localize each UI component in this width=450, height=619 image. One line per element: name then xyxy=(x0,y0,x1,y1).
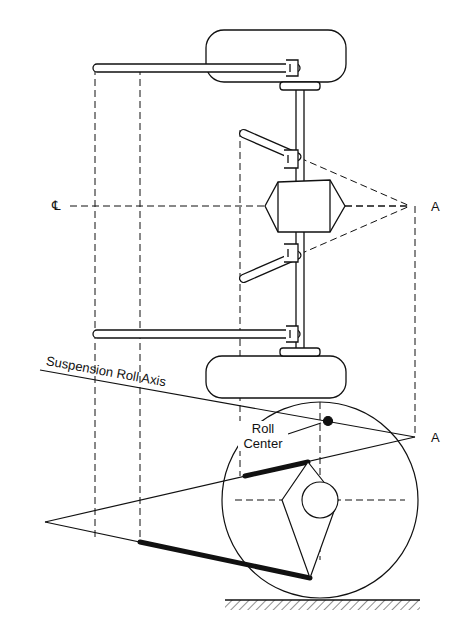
link-bracket xyxy=(286,60,298,76)
axle-hub xyxy=(302,482,338,518)
centerline-symbol: ℄ xyxy=(52,198,60,213)
lower-link-side xyxy=(140,542,310,578)
upper-trailing-link xyxy=(93,64,300,72)
link-bracket xyxy=(286,326,298,342)
axis-label: Suspension Roll Axis xyxy=(45,353,167,389)
hub-flange xyxy=(280,82,320,90)
projection-lines xyxy=(70,68,415,560)
upper-link-line xyxy=(45,437,415,522)
hub-flange xyxy=(280,348,320,356)
leader-line xyxy=(288,423,321,434)
projection-line xyxy=(140,68,141,540)
callout-label: Roll Center xyxy=(238,421,288,451)
differential-housing xyxy=(265,180,345,232)
tire-bottom xyxy=(206,356,346,398)
point-label: A xyxy=(431,199,440,214)
lower-link-line xyxy=(45,522,310,578)
upper-link-side xyxy=(245,462,308,476)
link-bracket xyxy=(284,244,298,262)
roll-axis-line xyxy=(40,370,415,437)
axle-bracket xyxy=(282,462,338,578)
wheel xyxy=(222,402,418,598)
housing-extension xyxy=(345,206,410,207)
tire-top xyxy=(206,30,346,82)
lower-trailing-link xyxy=(93,330,300,338)
point-label: A xyxy=(431,430,440,445)
side-view xyxy=(40,370,418,598)
housing-edge xyxy=(277,182,278,232)
top-view xyxy=(93,30,346,398)
ground-line xyxy=(225,599,420,601)
ground xyxy=(225,600,420,610)
ground-hatch xyxy=(225,600,420,610)
centerline xyxy=(70,206,410,207)
projection-line xyxy=(95,68,96,540)
housing-edge xyxy=(329,180,330,232)
projection-line xyxy=(415,206,416,437)
link-bracket xyxy=(284,150,298,168)
roll-center-dot xyxy=(324,417,333,426)
